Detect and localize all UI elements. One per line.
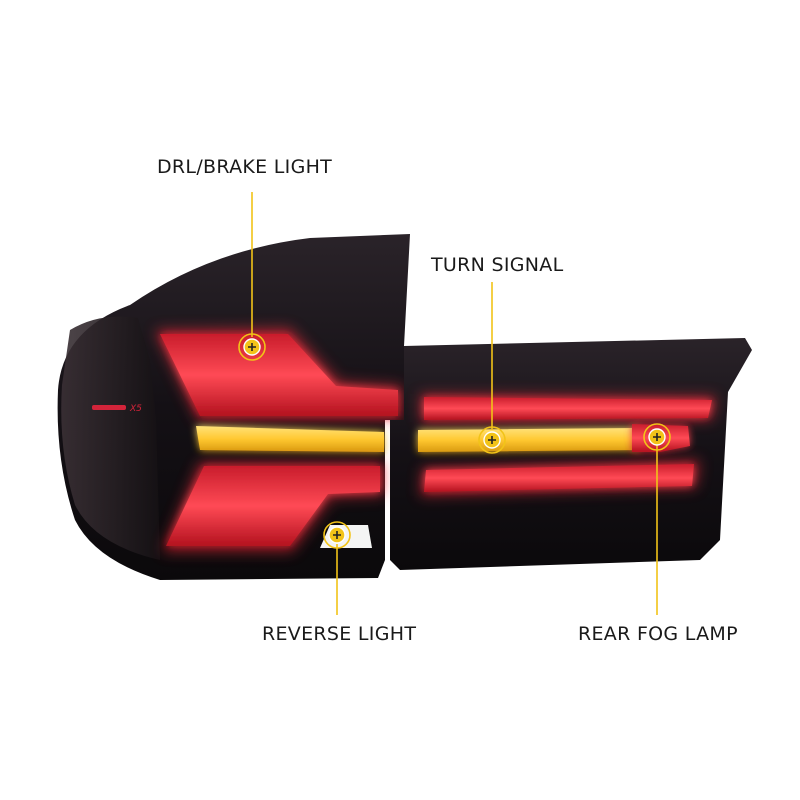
plus-icon <box>488 436 496 444</box>
brake-lower-light <box>166 466 380 546</box>
label-rear-fog-lamp: REAR FOG LAMP <box>578 623 738 645</box>
drl-brake-upper-light <box>160 334 398 416</box>
inner-lamp-housing <box>390 338 752 570</box>
inner-red-upper-light <box>424 397 712 420</box>
label-reverse-light: REVERSE LIGHT <box>262 623 417 645</box>
outer-lamp-unit: X5 <box>57 234 410 580</box>
marker-turn-signal <box>478 426 506 454</box>
marker-reverse <box>323 521 351 549</box>
plus-icon <box>333 531 341 539</box>
outer-lamp-side-panel <box>61 316 160 560</box>
marker-rear-fog <box>643 423 671 451</box>
model-emblem: X5 <box>92 404 142 414</box>
turn-signal-inner-strip <box>418 428 640 452</box>
inner-red-lower-light <box>424 464 694 492</box>
plus-icon <box>248 343 256 351</box>
turn-signal-outer-strip <box>196 426 384 452</box>
label-drl-brake-light: DRL/BRAKE LIGHT <box>157 156 333 178</box>
callouts <box>238 192 671 615</box>
marker-drl-brake <box>238 333 266 361</box>
label-turn-signal: TURN SIGNAL <box>431 254 564 276</box>
inner-lamp-unit <box>390 338 752 570</box>
plus-icon <box>653 433 661 441</box>
svg-text:X5: X5 <box>129 404 142 414</box>
